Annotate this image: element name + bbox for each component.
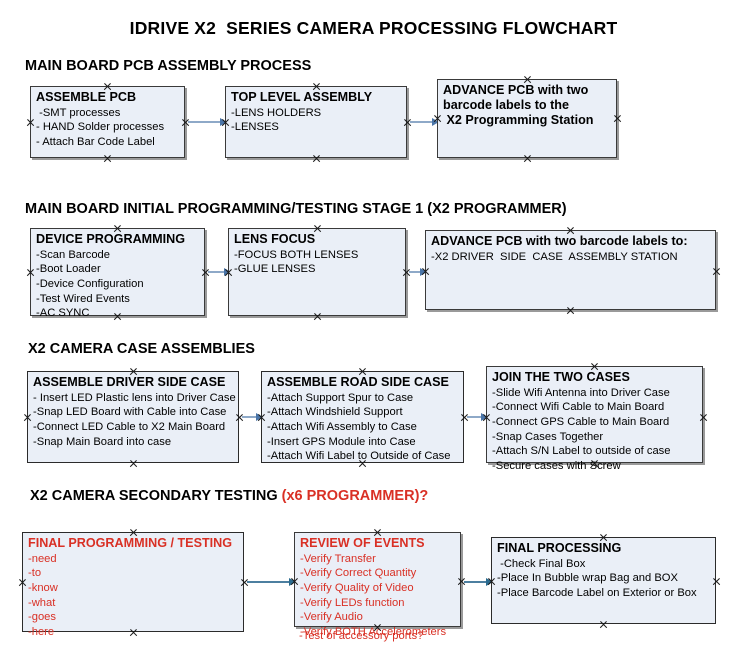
connector-lens-focus-to-advance-pcb-driver — [409, 271, 426, 273]
box-title: ASSEMBLE ROAD SIDE CASE — [267, 375, 449, 389]
box-assemble-pcb[interactable]: ASSEMBLE PCB -SMT processes - HAND Solde… — [30, 86, 185, 158]
box-line: - HAND Solder processes — [36, 121, 165, 134]
box-line: -Test Wired Events — [36, 292, 130, 305]
box-line: -Attach Windshield Support — [267, 406, 403, 419]
box-title: ASSEMBLE DRIVER SIDE CASE — [33, 375, 226, 389]
box-line: -Verify LEDs function — [300, 596, 405, 609]
box-line: -AC SYNC — [36, 307, 90, 320]
box-line: -Attach Wifi Assembly to Case — [267, 420, 417, 433]
box-review-of-events[interactable]: REVIEW OF EVENTS -Verify Transfer -Verif… — [294, 532, 461, 642]
box-line: -SMT processes — [36, 106, 121, 119]
box-line: -Device Configuration — [36, 277, 144, 290]
box-line: -goes — [28, 611, 56, 624]
box-line: -FOCUS BOTH LENSES — [234, 248, 359, 261]
box-line: -Attach S/N Label to outside of case — [492, 445, 671, 458]
box-line: -Boot Loader — [36, 263, 101, 276]
box-line: -Connect LED Cable to X2 Main Board — [33, 420, 226, 433]
box-title: FINAL PROGRAMMING / TESTING — [28, 536, 233, 550]
box-lens-focus[interactable]: LENS FOCUS -FOCUS BOTH LENSES -GLUE LENS… — [228, 228, 406, 316]
box-assemble-driver-side-case[interactable]: ASSEMBLE DRIVER SIDE CASE - Insert LED P… — [27, 371, 239, 463]
box-line: -X2 DRIVER SIDE CASE ASSEMBLY STATION — [431, 250, 678, 263]
box-line: -LENSES — [231, 121, 279, 134]
box-line: -Verify Audio — [300, 611, 363, 624]
box-line: -LENS HOLDERS — [231, 106, 322, 119]
section-heading-main-board-pcb-assembly: MAIN BOARD PCB ASSEMBLY PROCESS — [25, 58, 312, 74]
box-line: -Check Final Box — [497, 557, 586, 570]
section-heading-x2-camera-secondary-testing: X2 CAMERA SECONDARY TESTING (x6 PROGRAMM… — [30, 488, 428, 504]
box-final-processing[interactable]: FINAL PROCESSING -Check Final Box -Place… — [491, 537, 716, 624]
box-line: -Verify Transfer — [300, 552, 376, 565]
box-line: - Insert LED Plastic lens into Driver Ca… — [33, 391, 236, 404]
connector-road-case-to-join-cases — [467, 416, 487, 418]
box-line: -know — [28, 581, 58, 594]
box-line: - Attach Bar Code Label — [36, 135, 155, 148]
box-title: DEVICE PROGRAMMING — [36, 232, 186, 246]
box-title: ASSEMBLE PCB — [36, 90, 137, 104]
box-line: -Connect Wifi Cable to Main Board — [492, 401, 665, 414]
page-title: IDRIVE X2 SERIES CAMERA PROCESSING FLOWC… — [129, 18, 618, 38]
box-line: -Secure cases with Screw — [492, 459, 621, 472]
box-line: -Verify BOTH Accelerometers — [300, 625, 447, 638]
box-line: -need — [28, 552, 57, 565]
connector-final-programming-to-review-of-events — [247, 581, 295, 583]
box-join-the-two-cases[interactable]: JOIN THE TWO CASES -Slide Wifi Antenna i… — [486, 366, 703, 472]
box-title: JOIN THE TWO CASES — [492, 370, 630, 384]
connector-driver-case-to-road-case — [242, 416, 262, 418]
section-heading-x2-camera-case-assemblies: X2 CAMERA CASE ASSEMBLIES — [28, 341, 255, 357]
box-device-programming[interactable]: DEVICE PROGRAMMING -Scan Barcode -Boot L… — [30, 228, 205, 319]
box-line: -Insert GPS Module into Case — [267, 435, 416, 448]
box-title: REVIEW OF EVENTS — [300, 536, 425, 550]
box-line: -Attach Support Spur to Case — [267, 391, 414, 404]
section-heading-accent: (x6 PROGRAMMER)? — [281, 488, 429, 504]
box-assemble-road-side-case[interactable]: ASSEMBLE ROAD SIDE CASE -Attach Support … — [261, 371, 464, 463]
box-title: TOP LEVEL ASSEMBLY — [231, 90, 373, 104]
box-line: -Attach Wifi Label to Outside of Case — [267, 450, 451, 463]
box-final-programming-testing[interactable]: FINAL PROGRAMMING / TESTING -need -to -k… — [22, 532, 244, 638]
box-advance-pcb-driver-side-station[interactable]: ADVANCE PCB with two barcode labels to: … — [425, 230, 716, 310]
box-line: -Verify Correct Quantity — [300, 567, 417, 580]
connector-device-programming-to-lens-focus — [208, 271, 230, 273]
box-line: -Snap Cases Together — [492, 430, 604, 443]
section-heading-text: X2 CAMERA SECONDARY TESTING — [30, 488, 282, 504]
connector-review-of-events-to-final-processing — [464, 581, 492, 583]
box-line: -here — [28, 625, 55, 638]
section-heading-main-board-initial-programming: MAIN BOARD INITIAL PROGRAMMING/TESTING S… — [25, 201, 567, 217]
box-line: -Verify Quality of Video — [300, 581, 414, 594]
box-title: FINAL PROCESSING — [497, 541, 622, 555]
connector-top-level-to-advance-pcb — [410, 121, 438, 123]
box-line: -Snap Main Board into case — [33, 435, 172, 448]
box-advance-pcb-programming-station[interactable]: ADVANCE PCB with two barcode labels to t… — [437, 79, 617, 158]
box-line: -Snap LED Board with Cable into Case — [33, 406, 227, 419]
box-top-level-assembly[interactable]: TOP LEVEL ASSEMBLY -LENS HOLDERS -LENSES — [225, 86, 407, 158]
box-title: ADVANCE PCB with two barcode labels to t… — [443, 83, 594, 127]
box-line: -to — [28, 567, 42, 580]
box-line: -Connect GPS Cable to Main Board — [492, 415, 670, 428]
box-line: -GLUE LENSES — [234, 263, 316, 276]
connector-assemble-pcb-to-top-level — [188, 121, 226, 123]
box-title: LENS FOCUS — [234, 232, 316, 246]
box-line: -Slide Wifi Antenna into Driver Case — [492, 386, 670, 399]
box-line-overflow: -Test of accessory ports? — [299, 630, 424, 642]
box-line: -Place Barcode Label on Exterior or Box — [497, 586, 697, 599]
box-line: -Place In Bubble wrap Bag and BOX — [497, 572, 678, 585]
box-line: -Scan Barcode — [36, 248, 111, 261]
box-title: ADVANCE PCB with two barcode labels to: — [431, 234, 688, 248]
box-line: -what — [28, 596, 56, 609]
